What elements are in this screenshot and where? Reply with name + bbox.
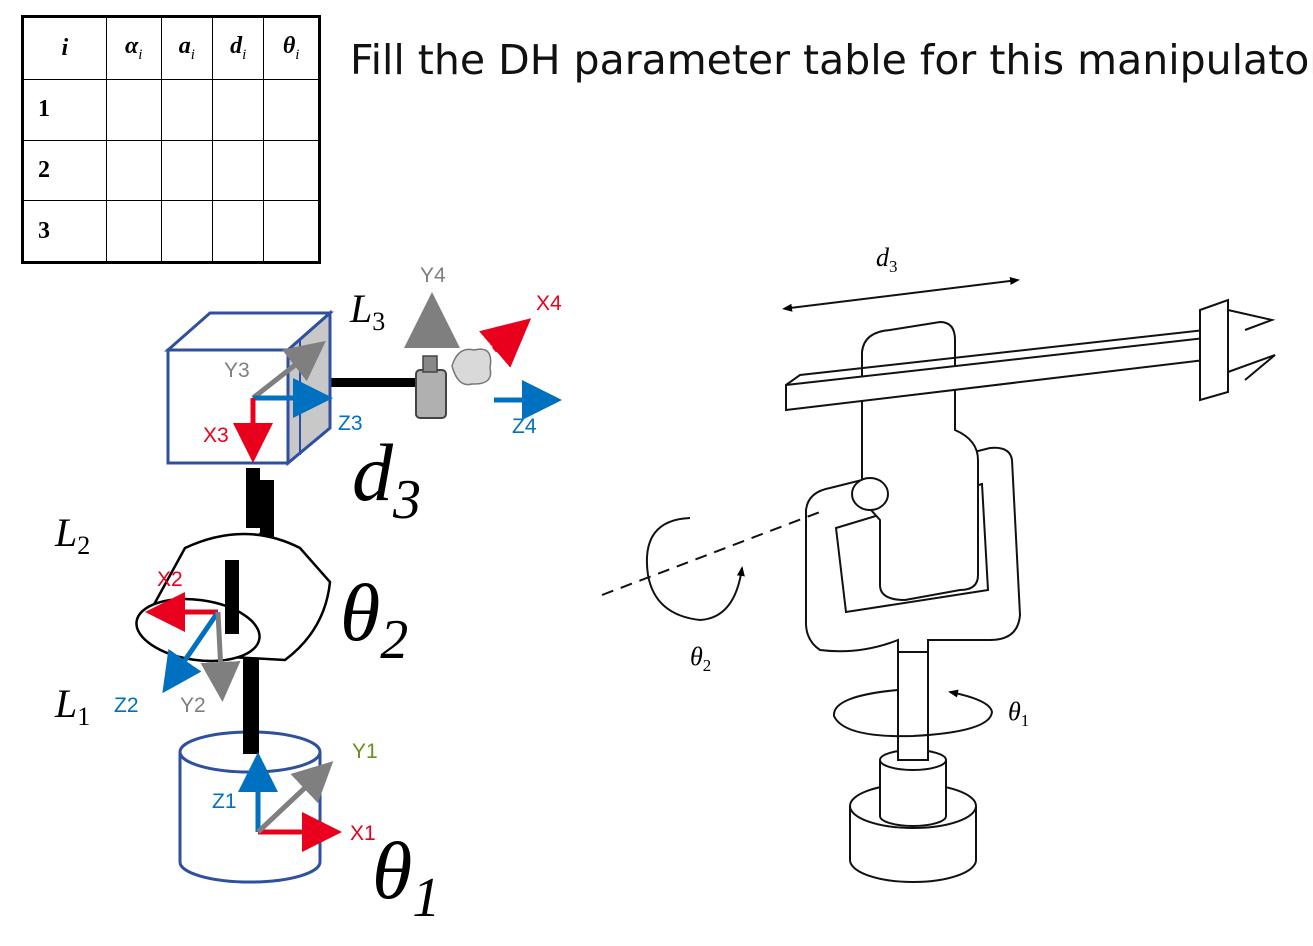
col-header-d: di (212, 16, 265, 80)
question-prompt: Fill the DH parameter table for this man… (350, 36, 1313, 84)
table-cell[interactable] (212, 200, 265, 263)
l1-label: L1 (54, 681, 90, 731)
spray-can-icon (415, 348, 492, 419)
theta1-rotation-arrow (833, 689, 994, 738)
robot-base (849, 651, 977, 883)
row-index: 1 (22, 79, 107, 141)
l2-label: L2 (54, 510, 90, 560)
row-index: 2 (22, 139, 107, 202)
gripper (1199, 298, 1229, 402)
y4-label: Y4 (420, 264, 446, 287)
y1-axis-arrow (256, 761, 334, 834)
col-header-alpha: αi (105, 16, 162, 80)
d3-dimension-arrow (782, 277, 1020, 312)
y2-label: Y2 (180, 694, 206, 717)
col-header-theta: θi (263, 16, 320, 80)
dh-parameter-table: i αi ai di θi 1 2 3 (21, 15, 321, 264)
y1-label: Y1 (352, 740, 378, 763)
right-line-drawing (601, 277, 1276, 883)
y3-axis-arrow (251, 340, 326, 400)
l3-label: L3 (349, 286, 385, 336)
link-rod-front (225, 560, 239, 634)
shoulder-pin (851, 477, 889, 511)
table-cell[interactable] (105, 200, 162, 263)
x4-axis-arrow (479, 318, 532, 368)
z4-label: Z4 (512, 415, 537, 438)
prismatic-box (164, 309, 334, 467)
x3-label: X3 (203, 424, 229, 447)
table-cell[interactable] (263, 200, 320, 263)
fig-d3-label: d3 (876, 243, 898, 276)
theta2-joint-label: θ2 (340, 567, 408, 671)
base-cylinder (178, 730, 322, 884)
theta1-joint-label: θ1 (372, 825, 440, 929)
fig-theta1-label: θ1 (1008, 697, 1029, 730)
x2-label: X2 (157, 568, 183, 591)
z2-axis-arrow (162, 610, 221, 694)
col-header-i: i (22, 16, 107, 80)
row-index: 3 (22, 200, 107, 263)
left-schematic: Y4 X4 Z4 Y3 X3 Z3 X2 Z2 Y2 Y1 Z1 X1 L3 L… (54, 264, 562, 929)
x1-label: X1 (350, 822, 376, 845)
robot-shoulder (861, 320, 979, 602)
table-header-row: i αi ai di θi (22, 16, 320, 80)
table-cell[interactable] (263, 79, 320, 141)
theta2-axis-dashed (601, 511, 821, 596)
x4-label: X4 (536, 292, 562, 315)
fig-theta2-label: θ2 (690, 642, 711, 675)
z1-label: Z1 (212, 790, 237, 813)
z2-label: Z2 (114, 694, 139, 717)
y2-axis-arrow (200, 611, 241, 702)
y3-label: Y3 (224, 359, 250, 382)
table-row: 3 (22, 200, 320, 263)
d3-joint-label: d3 (352, 427, 421, 531)
theta2-rotation-arrow (645, 517, 745, 622)
prismatic-arm (785, 336, 1206, 412)
z3-label: Z3 (338, 412, 363, 435)
